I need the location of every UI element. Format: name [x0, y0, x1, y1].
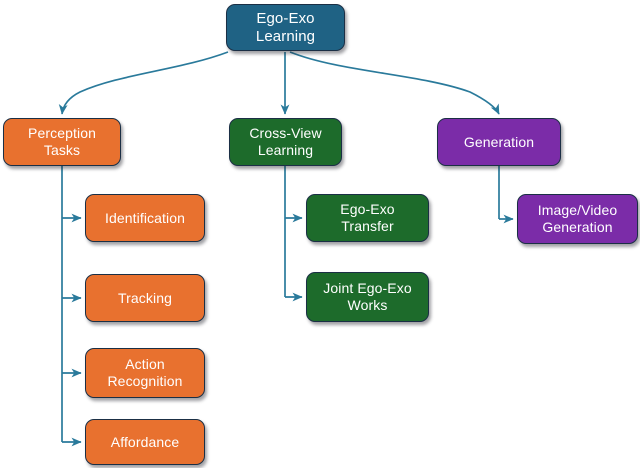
node-affordance-label: Affordance	[110, 433, 180, 450]
node-generation-label: Generation	[463, 133, 535, 150]
node-joint-ego-exo-works[interactable]: Joint Ego-Exo Works	[306, 272, 429, 322]
node-action-recognition[interactable]: Action Recognition	[85, 348, 205, 398]
node-generation[interactable]: Generation	[437, 118, 561, 166]
node-tracking-label: Tracking	[118, 289, 172, 306]
node-cross-view-learning[interactable]: Cross-View Learning	[229, 118, 342, 166]
node-identification[interactable]: Identification	[85, 194, 205, 242]
node-image-video-generation[interactable]: Image/Video Generation	[517, 194, 638, 244]
edge-root-to-generation	[289, 51, 500, 115]
node-joint-ego-exo-works-label: Joint Ego-Exo Works	[323, 280, 412, 313]
node-perception-tasks-label: Perception Tasks	[28, 125, 96, 158]
node-root[interactable]: Ego-Exo Learning	[226, 4, 345, 51]
node-image-video-generation-label: Image/Video Generation	[537, 202, 618, 235]
node-root-label: Ego-Exo Learning	[255, 9, 316, 45]
node-tracking[interactable]: Tracking	[85, 274, 205, 322]
node-affordance[interactable]: Affordance	[85, 419, 205, 465]
node-ego-exo-transfer-label: Ego-Exo Transfer	[340, 201, 395, 234]
node-perception-tasks[interactable]: Perception Tasks	[3, 118, 121, 166]
node-ego-exo-transfer[interactable]: Ego-Exo Transfer	[306, 194, 429, 242]
node-identification-label: Identification	[104, 209, 185, 226]
node-action-recognition-label: Action Recognition	[107, 356, 183, 389]
edge-root-to-perception-tasks	[58, 51, 229, 115]
node-cross-view-learning-label: Cross-View Learning	[249, 125, 322, 158]
